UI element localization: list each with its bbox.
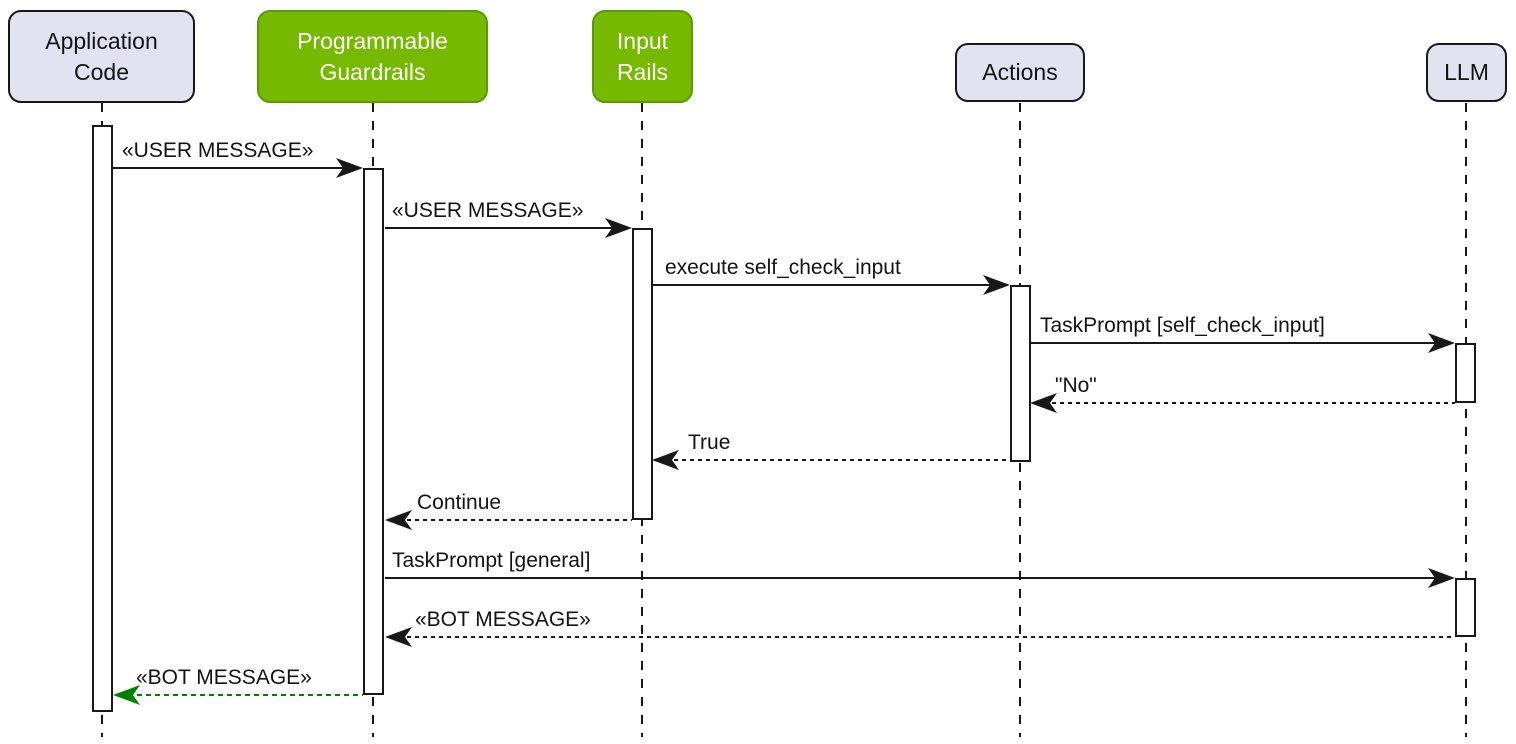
- activation-bar-application-code: [92, 125, 113, 712]
- message-line-no: [1036, 402, 1455, 404]
- message-line-bot-message-2: [119, 694, 363, 696]
- participant-label-llm: LLM: [1444, 59, 1489, 85]
- message-line-user-message-2: [385, 227, 622, 229]
- participant-label-programmable-guardrails: Programmable Guardrails: [297, 27, 448, 85]
- message-label-taskprompt-general: TaskPrompt [general]: [392, 549, 591, 572]
- lifeline-llm: [1465, 103, 1467, 737]
- message-line-taskprompt-general: [385, 577, 1445, 579]
- message-label-continue: Continue: [417, 491, 502, 514]
- message-line-continue: [391, 519, 632, 521]
- message-label-user-message-1: «USER MESSAGE»: [122, 139, 314, 162]
- participant-box-application-code: Application Code: [8, 10, 195, 103]
- message-label-bot-message-1: «BOT MESSAGE»: [415, 608, 591, 631]
- participant-label-application-code: Application Code: [45, 27, 158, 85]
- message-label-no: "No": [1055, 374, 1097, 397]
- participant-label-actions: Actions: [982, 59, 1058, 85]
- participant-label-input-rails: Input Rails: [616, 27, 669, 85]
- message-label-true: True: [688, 431, 731, 454]
- activation-bar-llm-2: [1455, 578, 1476, 637]
- participant-box-llm: LLM: [1426, 43, 1507, 102]
- activation-bar-llm-1: [1455, 343, 1476, 403]
- activation-bar-input-rails: [632, 228, 653, 520]
- participant-box-programmable-guardrails: Programmable Guardrails: [257, 10, 488, 103]
- message-line-true: [658, 459, 1010, 461]
- participant-box-actions: Actions: [955, 43, 1085, 102]
- activation-bar-programmable-guardrails: [363, 168, 384, 695]
- message-line-bot-message-1: [391, 636, 1455, 638]
- participant-box-input-rails: Input Rails: [592, 10, 693, 103]
- message-line-taskprompt-self-check-input: [1030, 342, 1445, 344]
- message-line-execute-self-check-input: [652, 284, 1000, 286]
- message-label-taskprompt-self-check-input: TaskPrompt [self_check_input]: [1040, 314, 1325, 337]
- message-line-user-message-1: [113, 167, 353, 169]
- message-label-bot-message-2: «BOT MESSAGE»: [136, 666, 312, 689]
- activation-bar-actions: [1010, 285, 1031, 462]
- message-label-user-message-2: «USER MESSAGE»: [392, 199, 584, 222]
- message-label-execute-self-check-input: execute self_check_input: [665, 256, 901, 279]
